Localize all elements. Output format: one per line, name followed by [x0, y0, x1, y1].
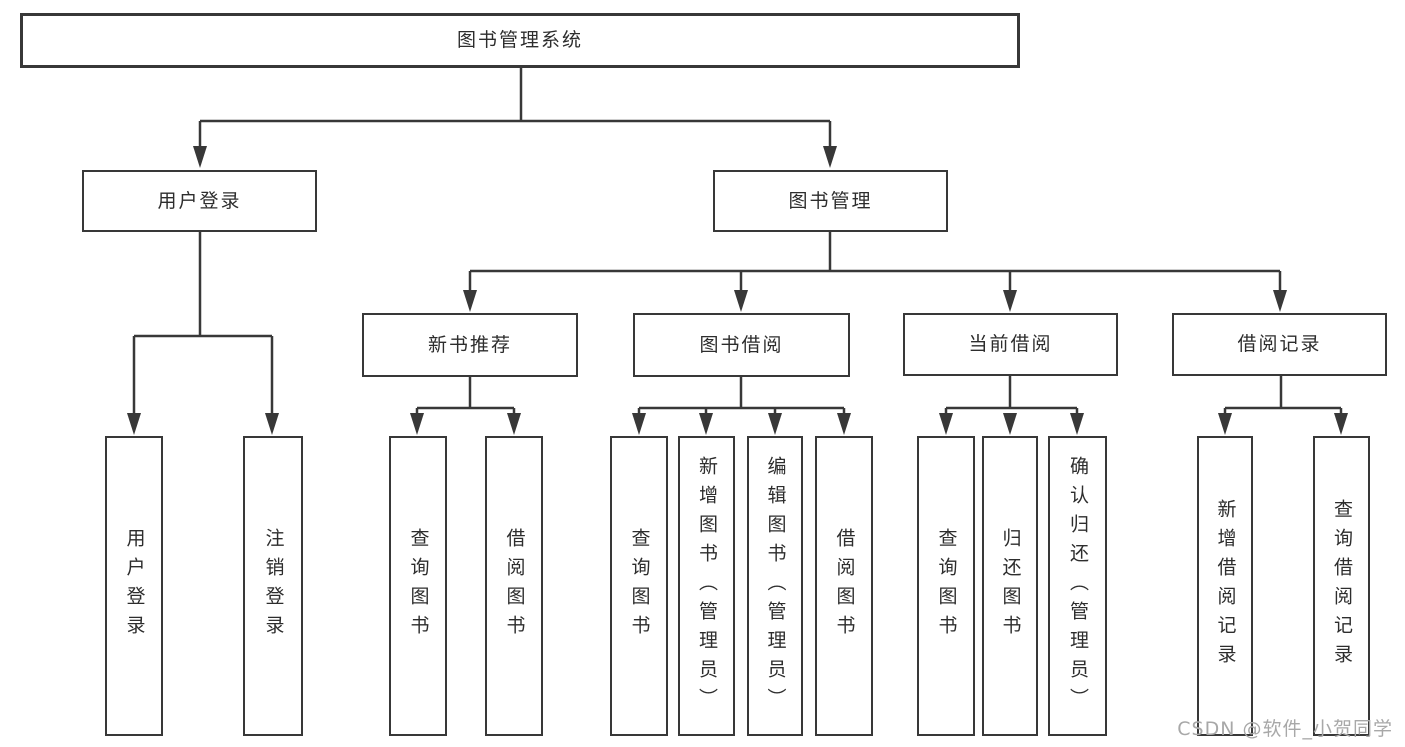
node-user-login: 用户登录	[82, 170, 317, 232]
node-new-book-recommend: 新书推荐	[362, 313, 578, 377]
leaf-borrow-books-recommend: 借阅图书	[485, 436, 543, 736]
watermark-text: CSDN @软件_小贺同学	[1177, 718, 1393, 740]
leaf-add-books-admin: 新增图书（管理员）	[678, 436, 735, 736]
leaf-query-books-borrowing: 查询图书	[610, 436, 668, 736]
node-library-management-system: 图书管理系统	[20, 13, 1020, 68]
leaf-add-borrow-record: 新增借阅记录	[1197, 436, 1253, 736]
leaf-query-books-current: 查询图书	[917, 436, 975, 736]
leaf-borrow-books-borrowing: 借阅图书	[815, 436, 873, 736]
node-book-borrowing: 图书借阅	[633, 313, 850, 377]
node-book-management: 图书管理	[713, 170, 948, 232]
leaf-return-books: 归还图书	[982, 436, 1038, 736]
node-borrowing-records: 借阅记录	[1172, 313, 1387, 376]
leaf-logout: 注销登录	[243, 436, 303, 736]
leaf-query-books-recommend: 查询图书	[389, 436, 447, 736]
leaf-user-login: 用户登录	[105, 436, 163, 736]
leaf-confirm-return-admin: 确认归还（管理员）	[1048, 436, 1107, 736]
leaf-query-borrow-record: 查询借阅记录	[1313, 436, 1370, 736]
leaf-edit-books-admin: 编辑图书（管理员）	[747, 436, 803, 736]
node-current-borrowing: 当前借阅	[903, 313, 1118, 376]
